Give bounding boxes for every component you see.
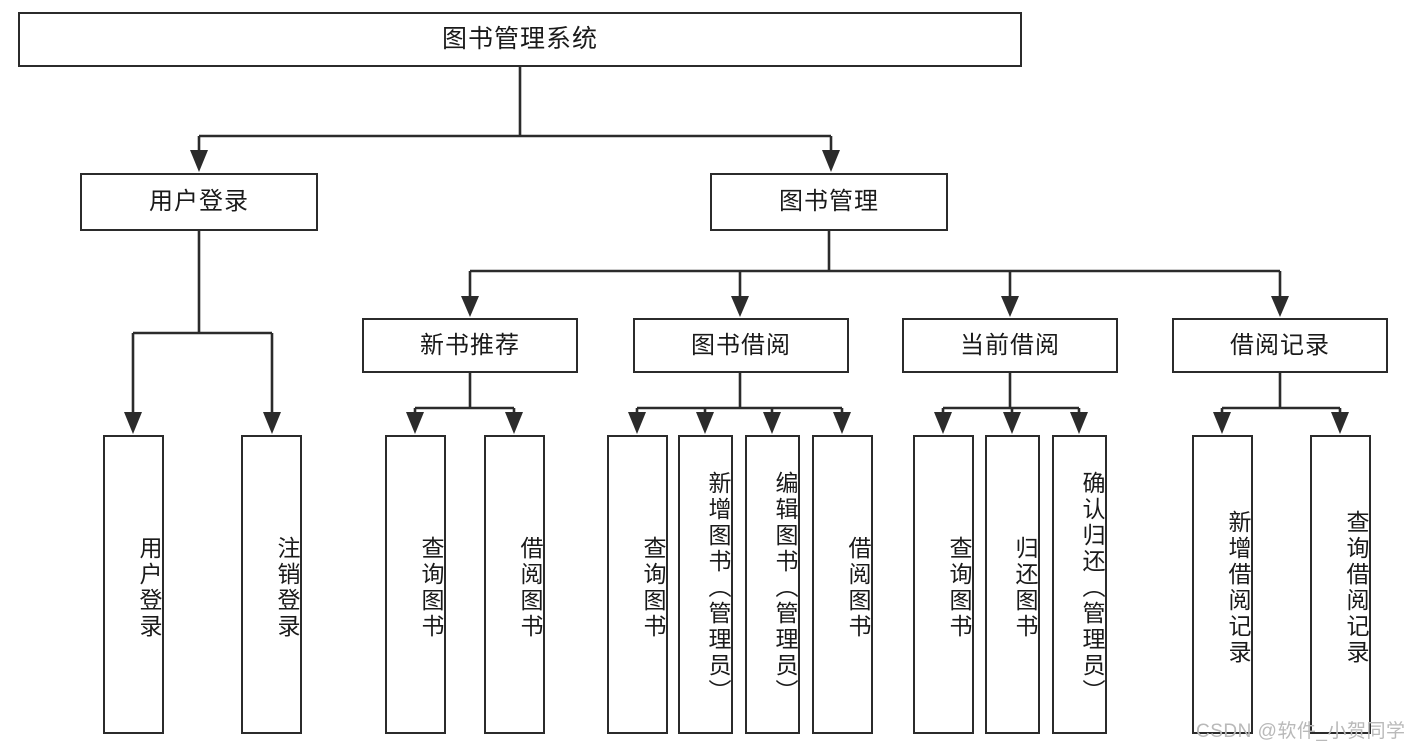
node-new-book-recommend[interactable]: 新书推荐: [362, 318, 578, 373]
leaf-edit-book[interactable]: 编辑图书（管理员）: [745, 435, 800, 734]
edge-newbook-to-leaves: [406, 373, 523, 434]
leaf-confirm-return[interactable]: 确认归还（管理员）: [1052, 435, 1107, 734]
leaf-borrow-book-2[interactable]: 借阅图书: [812, 435, 873, 734]
leaf-label: 用户登录: [136, 535, 162, 640]
leaf-label: 查询借阅记录: [1343, 509, 1369, 666]
leaf-query-book-2[interactable]: 查询图书: [607, 435, 668, 734]
node-user-login[interactable]: 用户登录: [80, 173, 318, 231]
edge-bookmanage-to-level3: [461, 231, 1289, 317]
leaf-add-record[interactable]: 新增借阅记录: [1192, 435, 1253, 734]
node-root-system[interactable]: 图书管理系统: [18, 12, 1022, 67]
node-book-manage[interactable]: 图书管理: [710, 173, 948, 231]
edge-borrowrecord-to-leaves: [1213, 373, 1349, 434]
node-borrow-record[interactable]: 借阅记录: [1172, 318, 1388, 373]
edge-root-to-level2: [190, 67, 840, 172]
edge-currentborrow-to-leaves: [934, 373, 1088, 434]
leaf-label: 归还图书: [1012, 535, 1038, 640]
edge-bookborrow-to-leaves: [628, 373, 851, 434]
leaf-query-book-3[interactable]: 查询图书: [913, 435, 974, 734]
leaf-label: 借阅图书: [845, 535, 871, 640]
leaf-label: 查询图书: [418, 535, 444, 640]
leaf-label: 编辑图书（管理员）: [772, 470, 798, 705]
leaf-borrow-book-1[interactable]: 借阅图书: [484, 435, 545, 734]
leaf-label: 查询图书: [946, 535, 972, 640]
csdn-watermark: CSDN @软件_小贺同学: [1196, 721, 1405, 742]
leaf-return-book[interactable]: 归还图书: [985, 435, 1040, 734]
leaf-logout[interactable]: 注销登录: [241, 435, 302, 734]
node-current-borrow[interactable]: 当前借阅: [902, 318, 1118, 373]
leaf-query-book-1[interactable]: 查询图书: [385, 435, 446, 734]
leaf-label: 新增图书（管理员）: [705, 470, 731, 705]
leaf-label: 新增借阅记录: [1225, 509, 1251, 666]
leaf-label: 查询图书: [640, 535, 666, 640]
leaf-query-record[interactable]: 查询借阅记录: [1310, 435, 1371, 734]
leaf-label: 注销登录: [274, 535, 300, 640]
leaf-label: 借阅图书: [517, 535, 543, 640]
node-book-borrow[interactable]: 图书借阅: [633, 318, 849, 373]
leaf-add-book[interactable]: 新增图书（管理员）: [678, 435, 733, 734]
leaf-label: 确认归还（管理员）: [1079, 470, 1105, 705]
leaf-user-login[interactable]: 用户登录: [103, 435, 164, 734]
edge-userlogin-to-leaves: [124, 231, 281, 434]
